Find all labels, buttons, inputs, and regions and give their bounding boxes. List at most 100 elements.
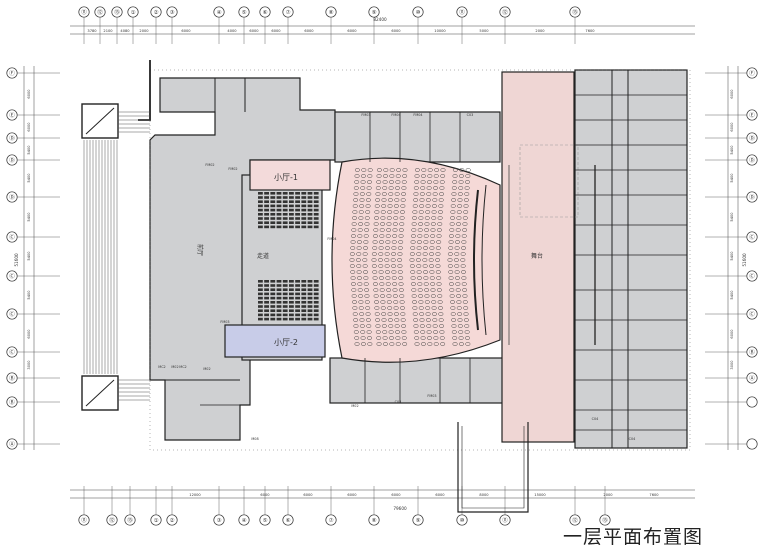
dim-top: 7600: [585, 29, 595, 33]
dim-top: 4080: [120, 29, 130, 33]
dim-right: 5400: [730, 212, 734, 222]
dim-top: 6000: [347, 29, 357, 33]
dim-top: 5000: [479, 29, 489, 33]
door-tag: C04: [592, 417, 599, 421]
door-tag: C04: [629, 437, 636, 441]
dim-right: 6000: [730, 329, 734, 339]
dim-top: 2000: [535, 29, 545, 33]
axis-label-left: Ⓒ: [9, 348, 15, 356]
axis-label-top: ③: [170, 10, 175, 16]
dim-top: 3780: [87, 29, 97, 33]
overall-top: 82400: [373, 17, 387, 22]
door-tag: FM04: [413, 113, 422, 117]
axis-label-left: Ⓒ: [9, 310, 15, 318]
axis-label-top: ⑤: [242, 10, 247, 16]
dim-bottom: 6000: [260, 493, 270, 497]
dim-right: 5400: [730, 251, 734, 261]
dim-bottom: 6000: [435, 493, 445, 497]
axis-label-right: Ⓓ: [749, 193, 755, 201]
dim-top: 6000: [271, 29, 281, 33]
axis-label-left: Ⓔ: [9, 111, 15, 119]
axis-label-bottom: ⑪: [502, 516, 508, 524]
axis-label-top: ④: [217, 10, 222, 16]
axis-label-right: Ⓔ: [749, 111, 755, 119]
door-tag: MC2: [179, 365, 186, 369]
axis-label-right: Ⓒ: [749, 233, 755, 241]
building-zones: [149, 69, 688, 449]
dim-top: 6000: [304, 29, 314, 33]
dim-bottom: 6000: [347, 493, 357, 497]
axis-label-right: Ⓓ: [749, 156, 755, 164]
axis-label-top: ⑬: [114, 8, 120, 16]
axis-label-top: ⑫: [502, 8, 508, 16]
axis-label-top: ⑪: [81, 8, 87, 16]
axis-label-top: ⑫: [97, 8, 103, 16]
axis-label-bottom: ⑥: [286, 518, 291, 524]
axis-label-bottom: ⑩: [460, 517, 465, 524]
door-tag: FM03: [220, 320, 229, 324]
axis-label-bottom: ③: [217, 518, 222, 524]
hall-1-label: 小厅-1: [274, 173, 298, 182]
dim-top: 2000: [139, 29, 149, 33]
axis-label-right: Ⓑ: [749, 348, 755, 356]
dim-top: 6000: [249, 29, 259, 33]
dim-top: 4000: [227, 29, 237, 33]
axis-label-bottom: ②: [170, 517, 175, 524]
door-tag: FM03: [427, 394, 436, 398]
axis-label-bottom: ⑪: [81, 516, 87, 524]
corridor-label: 走道: [257, 252, 269, 260]
axis-label-right: Ⓓ: [749, 134, 755, 142]
axis-label-bottom: ⑫: [572, 516, 578, 524]
stair-bottom: [81, 375, 119, 411]
dim-bottom: 6000: [303, 493, 313, 497]
drawing-title: 一层平面布置图: [562, 526, 703, 548]
dim-top: 6000: [391, 29, 401, 33]
axis-label-left: Ⓒ: [9, 233, 15, 241]
door-tag: C03: [395, 400, 402, 404]
axis-label-left: Ⓕ: [9, 69, 15, 77]
door-tag: FM04: [327, 237, 336, 241]
hall-1-zone: [249, 159, 331, 191]
door-tag: FM02: [205, 163, 214, 167]
axis-label-left: Ⓒ: [9, 272, 15, 280]
dim-right: 5400: [730, 290, 734, 300]
axis-label-bottom: ⑦: [329, 517, 334, 524]
dim-bottom: 15000: [534, 493, 546, 497]
axis-label-left: Ⓓ: [9, 156, 15, 164]
door-tag: M02: [351, 404, 358, 408]
dim-left: 5400: [27, 212, 31, 222]
dim-top: 6000: [181, 29, 191, 33]
walls: [138, 60, 691, 513]
dim-left: 5400: [27, 145, 31, 155]
north-rooms: [334, 111, 501, 163]
door-tag: C03: [467, 113, 474, 117]
door-tag: FM02: [228, 167, 237, 171]
dim-right: 6000: [730, 122, 734, 132]
axis-label-left: Ⓓ: [9, 134, 15, 142]
axis-label-right: Ⓐ: [749, 374, 755, 382]
door-tag: FM03: [361, 113, 370, 117]
dim-left: 3000: [27, 360, 31, 370]
axis-label-left: Ⓐ: [9, 440, 15, 448]
axis-label-bottom: ④: [242, 518, 247, 524]
axis-label-top: ②: [154, 9, 159, 16]
seating: [258, 144, 596, 346]
axis-label-top: ⑬: [572, 8, 578, 16]
hall-2-zone: [224, 324, 326, 358]
overall-bottom: 79600: [393, 506, 407, 511]
door-tag: M08: [251, 437, 258, 441]
axis-label-left: Ⓑ: [9, 374, 15, 382]
axis-bubble-right: [746, 438, 758, 450]
dim-left: 5400: [27, 251, 31, 261]
hall-2-label: 小厅-2: [274, 338, 298, 347]
stage-label: 舞台: [531, 252, 543, 260]
axis-label-top: ⑧: [329, 10, 334, 16]
west-stairs: [81, 103, 150, 411]
stage-zone: [501, 71, 575, 443]
dim-right: 6000: [730, 89, 734, 99]
axis-label-bottom: ⑧: [372, 518, 377, 524]
lobby-label: 前厅: [196, 244, 204, 256]
axis-label-bottom: ①: [154, 518, 159, 524]
dim-top: 10000: [434, 29, 446, 33]
axis-label-top: ⑦: [286, 9, 291, 16]
